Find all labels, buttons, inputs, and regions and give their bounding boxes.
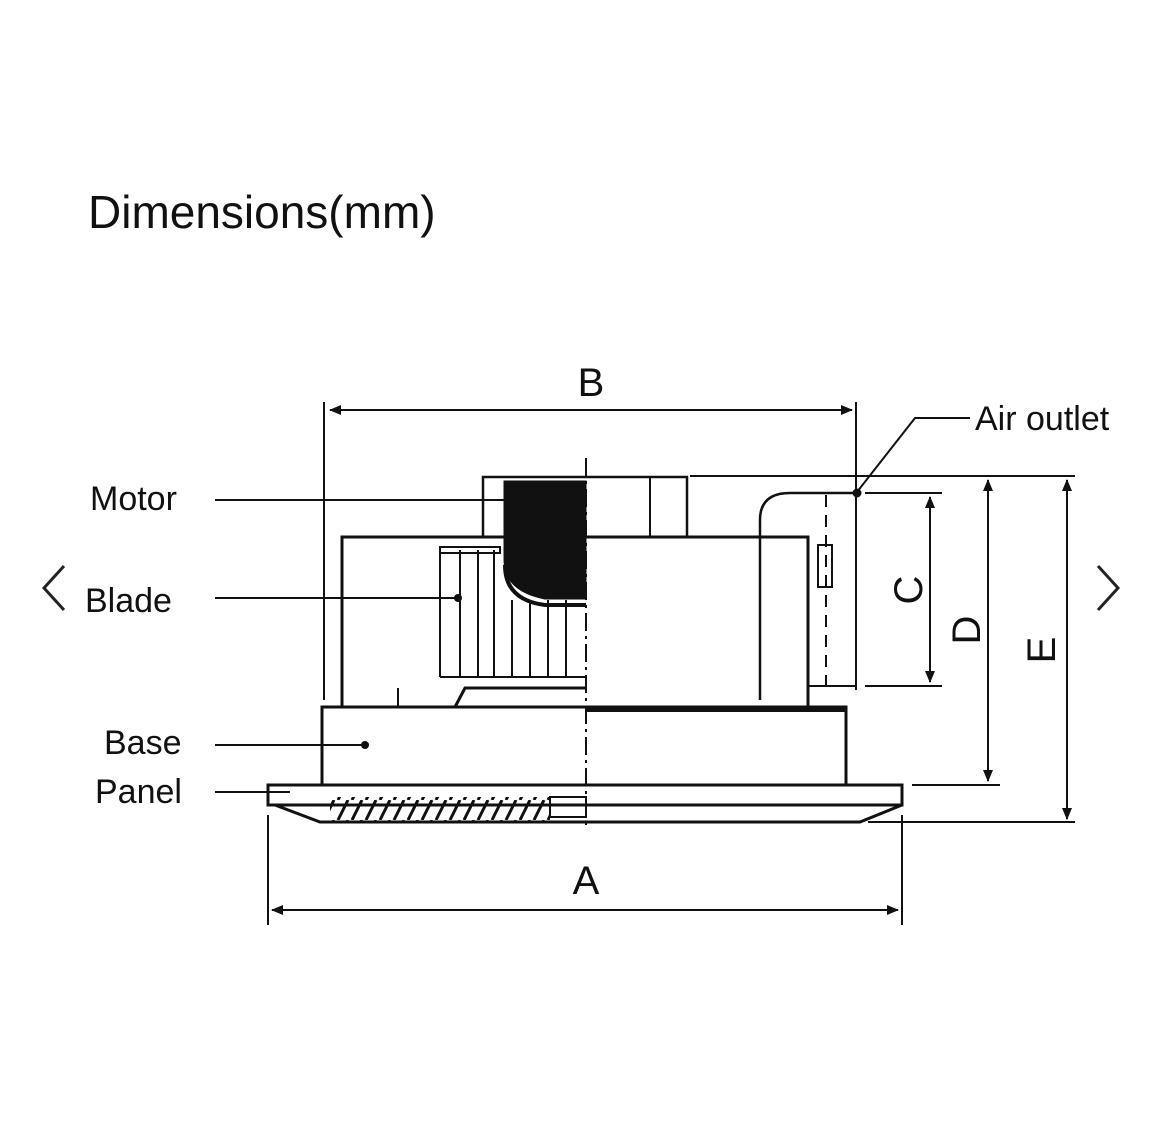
dimension-lines — [267, 402, 1075, 925]
carousel-prev-button[interactable] — [34, 560, 74, 616]
blade-label: Blade — [85, 582, 172, 620]
panel-label: Panel — [95, 773, 182, 811]
diagram-title: Dimensions(mm) — [88, 186, 436, 238]
dimension-a-label: A — [573, 859, 600, 903]
dimension-c-label: C — [887, 576, 931, 605]
leader-lines — [215, 417, 970, 793]
dimension-e-label: E — [1020, 637, 1064, 664]
dimension-b-label: B — [578, 361, 605, 405]
dimension-d-label: D — [945, 616, 989, 645]
air-outlet-label: Air outlet — [975, 400, 1110, 438]
motor-label: Motor — [90, 480, 177, 518]
base-label: Base — [104, 724, 182, 762]
carousel-next-button[interactable] — [1088, 560, 1128, 616]
chevron-left-icon — [41, 564, 66, 612]
chevron-right-icon — [1096, 564, 1121, 612]
fan-unit-drawing — [266, 458, 904, 830]
